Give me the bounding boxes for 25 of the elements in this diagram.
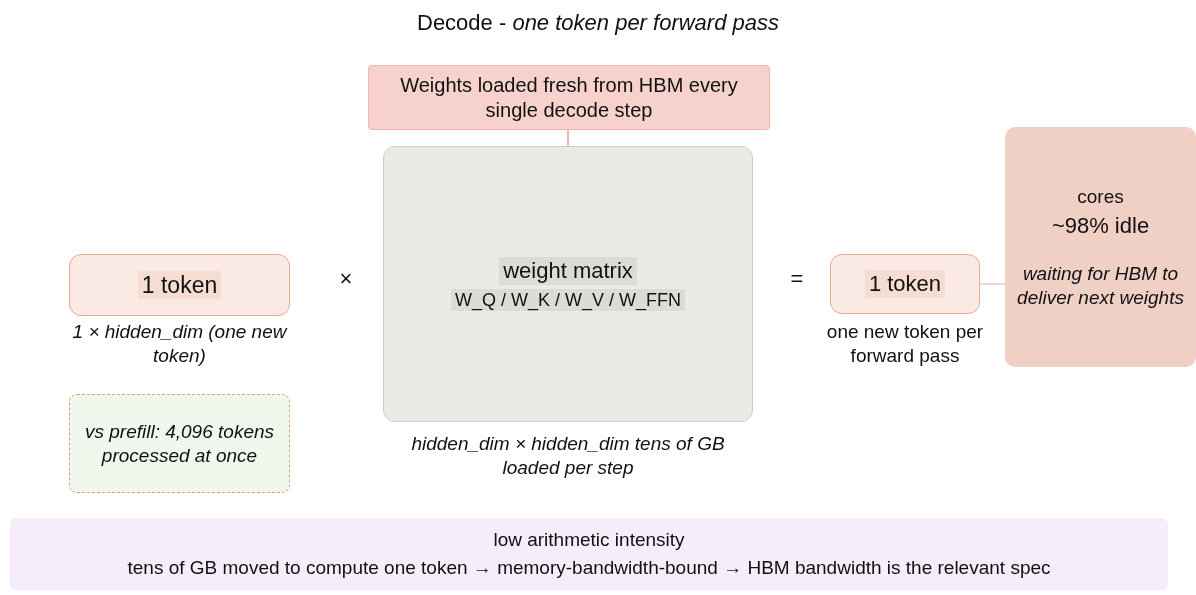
- node-label: 1 token: [864, 270, 946, 298]
- node-label: low arithmetic intensity: [492, 528, 686, 552]
- node-sublabel: W_Q / W_K / W_V / W_FFN: [451, 288, 685, 311]
- weight-matrix-box: [383, 146, 753, 422]
- operator-symbol: ×: [338, 266, 354, 292]
- node-label: vs prefill: 4,096 tokens processed at once: [83, 419, 275, 468]
- node-caption: hidden_dim × hidden_dim tens of GB loaded per step: [410, 432, 726, 480]
- node-sublabel: ~98% idle: [1050, 212, 1151, 240]
- node-caption: one new token per forward pass: [825, 320, 985, 368]
- node-sublabel: tens of GB moved to compute one token → memory-bandwidth-bound → HBM bandwidth is the relevant spec: [126, 556, 1052, 580]
- node-label: cores: [1076, 184, 1125, 209]
- input-token-box: [69, 254, 290, 316]
- connector-line: [979, 283, 1006, 285]
- output-token-box: [830, 254, 980, 314]
- node-label: 1 token: [137, 270, 222, 300]
- operator-symbol: =: [789, 266, 805, 292]
- comparison-note-box: [69, 394, 290, 493]
- connector-line: [567, 129, 569, 147]
- node-label: weight matrix: [499, 257, 637, 285]
- status-panel: [1005, 127, 1196, 367]
- node-caption: 1 × hidden_dim (one new token): [71, 320, 289, 368]
- callout-box: [368, 65, 770, 130]
- node-sublabel: waiting for HBM to deliver next weights: [1016, 261, 1185, 310]
- node-label: Weights loaded fresh from HBM every single decode step: [399, 72, 739, 123]
- title: Decode - one token per forward pass: [416, 10, 780, 36]
